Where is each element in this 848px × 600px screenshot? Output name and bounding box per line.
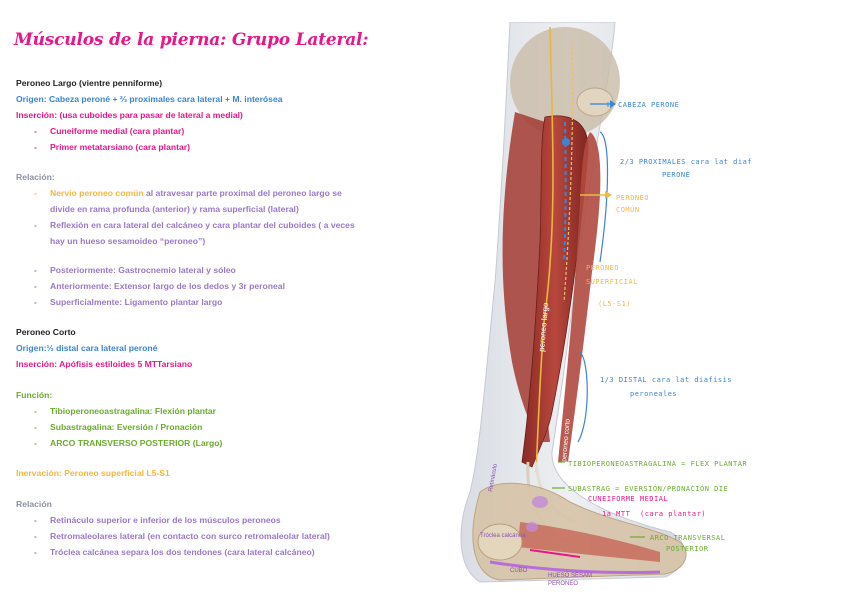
troclea-figure-label: Tróclea calcánea	[480, 533, 526, 539]
list-dash: -	[34, 186, 37, 202]
list-item: Tróclea calcánea separa los dos tendones…	[50, 545, 315, 561]
nervio-highlight: Nervio peroneo común	[50, 188, 144, 198]
list-dash: -	[34, 404, 37, 420]
page-title: Músculos de la pierna: Grupo Lateral:	[14, 33, 368, 49]
peroneo-largo-insercion: Inserción: (usa cuboides para pasar de l…	[16, 108, 243, 124]
annotation-comun: PERONEO	[616, 194, 649, 202]
cubo-figure-label: CUBO	[510, 568, 528, 574]
hueso-figure-label: HUESO SESAM	[548, 573, 592, 579]
calcaneus	[478, 524, 522, 560]
list-item-continued: divide en rama profunda (anterior) y ram…	[50, 202, 299, 218]
relacion-label: Relación:	[16, 170, 55, 186]
funcion-label: Función:	[16, 388, 52, 404]
annotation-cuneiforme: CUNEIFORME MEDIAL	[588, 495, 668, 503]
annotation-distal: 1/3 DISTAL cara lat diafisis	[600, 376, 732, 384]
ankle-marker	[526, 522, 538, 532]
peroneo-corto-insercion: Inserción: Apófisis estiloides 5 MTTarsi…	[16, 357, 192, 373]
list-dash: -	[34, 279, 37, 295]
list-item: Retináculo superior e inferior de los mú…	[50, 513, 281, 529]
leg-anatomy-illustration: peroneo largo peroneo corto Retináculo T…	[440, 22, 848, 600]
origin-marker	[562, 138, 570, 146]
list-item: ARCO TRANSVERSO POSTERIOR (Largo)	[50, 436, 222, 452]
list-dash: -	[34, 545, 37, 561]
list-item: Tibioperoneoastragalina: Flexión plantar	[50, 404, 216, 420]
peroneo-largo-origen: Origen: Cabeza peroné + ⅔ proximales car…	[16, 92, 283, 108]
list-dash: -	[34, 420, 37, 436]
list-item: Nervio peroneo común al atravesar parte …	[50, 186, 342, 202]
peroneo-corto-heading: Peroneo Corto	[16, 325, 76, 341]
peroneo-largo-heading: Peroneo Largo (vientre penniforme)	[16, 76, 162, 92]
list-dash: -	[34, 529, 37, 545]
list-item: Primer metatarsiano (cara plantar)	[50, 140, 190, 156]
annotation-arco-2: POSTERIOR	[666, 545, 709, 553]
annotation-distal-2: peroneales	[630, 390, 677, 398]
list-item: Cuneiforme medial (cara plantar)	[50, 124, 184, 140]
list-dash: -	[34, 295, 37, 311]
list-item: Posteriormente: Gastrocnemio lateral y s…	[50, 263, 236, 279]
nervio-text: al atravesar parte proximal del peroneo …	[144, 188, 342, 198]
peroneo-corto-origen: Origen:⅓ distal cara lateral peroné	[16, 341, 157, 357]
list-item: Superficialmente: Ligamento plantar larg…	[50, 295, 222, 311]
list-dash: -	[34, 263, 37, 279]
arrow-head	[605, 191, 612, 199]
annotation-subastr: SUBASTRAG = EVERSIÓN/PRONACIÓN DIE	[568, 484, 728, 493]
annotation-tibio: TIBIOPERONEOASTRAGALINA = FLEX PLANTAR	[568, 460, 747, 468]
list-item: Anteriormente: Extensor largo de los ded…	[50, 279, 285, 295]
annotation-superficial-3: (L5-S1)	[598, 300, 631, 308]
list-dash: -	[34, 436, 37, 452]
list-dash: -	[34, 124, 37, 140]
list-item: Subastragalina: Eversión / Pronación	[50, 420, 202, 436]
annotation-comun-2: COMÚN	[616, 205, 640, 214]
list-dash: -	[34, 140, 37, 156]
annotation-proximales: 2/3 PROXIMALES cara lat diaf	[620, 158, 752, 166]
list-item: Retromaleolares lateral (en contacto con…	[50, 529, 330, 545]
annotation-arco: ARCO TRANSVERSAL	[650, 534, 725, 542]
list-dash: -	[34, 218, 37, 234]
annotation-proximales-2: PERONÉ	[662, 170, 690, 179]
annotation-superficial-2: SUPERFICIAL	[586, 278, 638, 286]
annotation-superficial: PERONEO	[586, 264, 619, 272]
annotation-cara-plantar: (cara plantar)	[640, 510, 706, 518]
relacion2-label: Relación	[16, 497, 52, 513]
peroneo-small-label: PERONEO	[548, 581, 578, 587]
list-item: Reflexión en cara lateral del calcáneo y…	[50, 218, 355, 234]
annotation-cabeza: CABEZA PERONÉ	[618, 100, 679, 109]
list-item-continued: hay un hueso sesamoideo “peroneo”)	[50, 234, 205, 250]
list-dash: -	[34, 513, 37, 529]
annotation-mtt: 1a MTT	[602, 510, 631, 518]
ankle-marker	[532, 496, 548, 508]
inervacion: Inervación: Peroneo superficial L5-S1	[16, 466, 170, 482]
